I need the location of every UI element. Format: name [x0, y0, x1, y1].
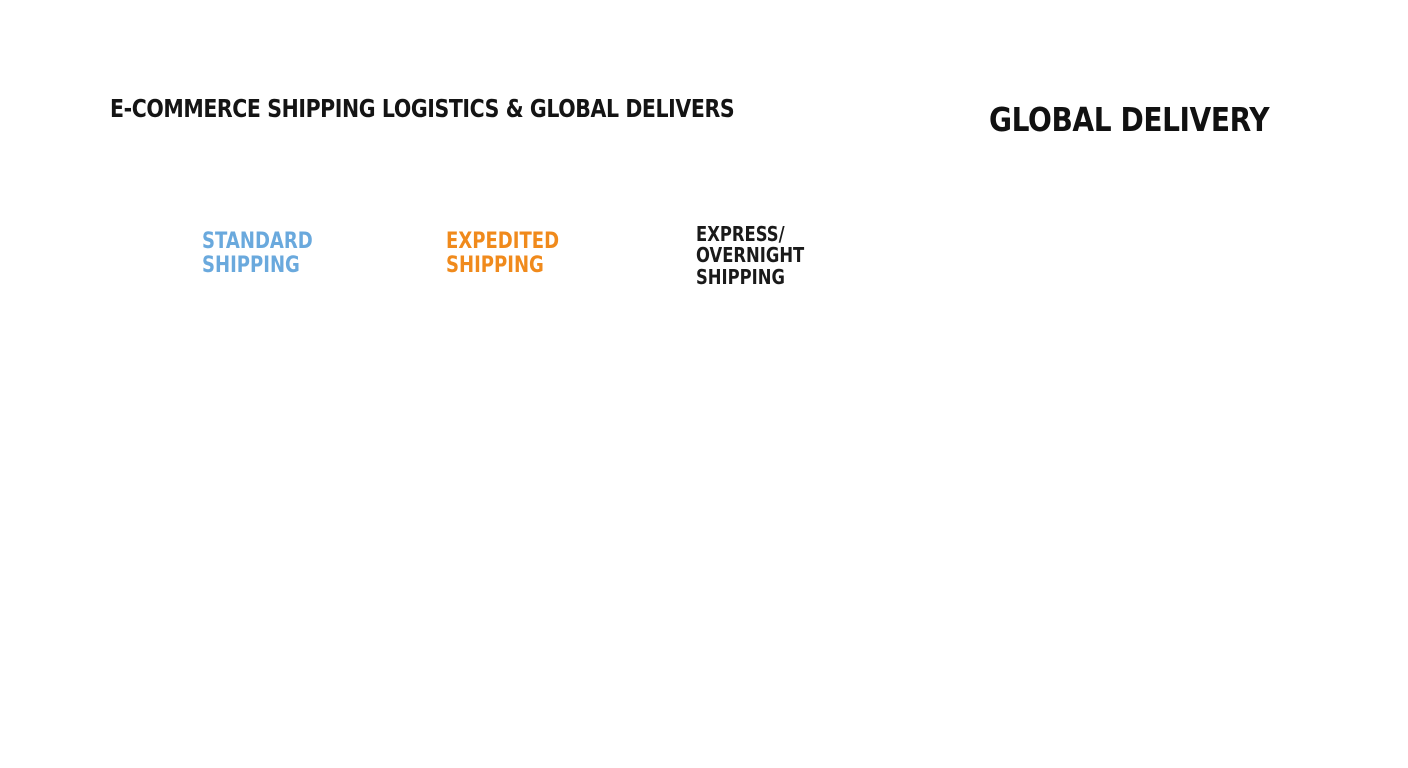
express-box [666, 384, 776, 464]
svg-text:⇈: ⇈ [152, 682, 163, 697]
overnight-shipping-label: EXPRESS/ OVERNIGHT SHIPPING [696, 222, 805, 289]
globe: ⇆ [1000, 233, 1284, 517]
svg-text:⇈: ⇈ [566, 666, 577, 681]
person-left [1056, 523, 1108, 689]
expedited-box [412, 370, 536, 472]
standard-column [118, 323, 332, 625]
background-hills [870, 530, 1408, 768]
clock-icon [123, 224, 183, 284]
speed-lines [118, 401, 668, 455]
svg-text:⇆: ⇆ [1194, 363, 1207, 382]
globe-speed-dashes [940, 289, 1332, 525]
global-delivery-title: GLOBAL DELIVERY [989, 100, 1270, 139]
svg-text:⇈: ⇈ [818, 567, 828, 581]
overnight-label-line1: EXPRESS/ [696, 222, 785, 246]
winged-shoe-icon [595, 230, 694, 284]
expedited-shipping-label: EXPEDITED SHIPPING [446, 230, 559, 277]
express-column [609, 323, 824, 625]
expedited-column [362, 323, 578, 625]
airplane-icon [1214, 486, 1310, 542]
globe-box-stack: ⇈ [1056, 388, 1232, 528]
expedited-label-line2: SHIPPING [446, 252, 544, 278]
overnight-label-line3: SHIPPING [696, 264, 785, 289]
svg-text:⇈: ⇈ [420, 668, 432, 684]
svg-text:⇈: ⇈ [808, 659, 821, 678]
page-title: E-COMMERCE SHIPPING LOGISTICS & GLOBAL D… [110, 94, 735, 123]
standard-box: ⇈ [163, 382, 282, 470]
express-chevrons [632, 494, 772, 530]
people-shadow [1048, 684, 1216, 700]
standard-label-line1: STANDARD [202, 229, 313, 254]
expedited-label-line1: EXPEDITED [446, 229, 560, 254]
overnight-label-line2: OVERNIGHT [696, 243, 805, 268]
globe-clouds [934, 230, 1336, 425]
svg-text:⇈: ⇈ [257, 682, 268, 697]
box-pile-left: ⇈ ⇈ ⇈ [70, 559, 448, 701]
standard-label-line2: SHIPPING [202, 252, 300, 278]
expedited-chevrons [402, 494, 542, 530]
standard-chevrons [170, 494, 284, 530]
stopwatch-icon [372, 215, 432, 284]
box-pile-right: ⇈ ⇈ [724, 520, 900, 684]
svg-text:⇈: ⇈ [258, 450, 270, 466]
svg-text:⇈: ⇈ [1102, 506, 1111, 519]
standard-shipping-label: STANDARD SHIPPING [202, 230, 313, 277]
box-pile-middle: ⇈ [484, 624, 716, 684]
person-right [1118, 548, 1214, 691]
